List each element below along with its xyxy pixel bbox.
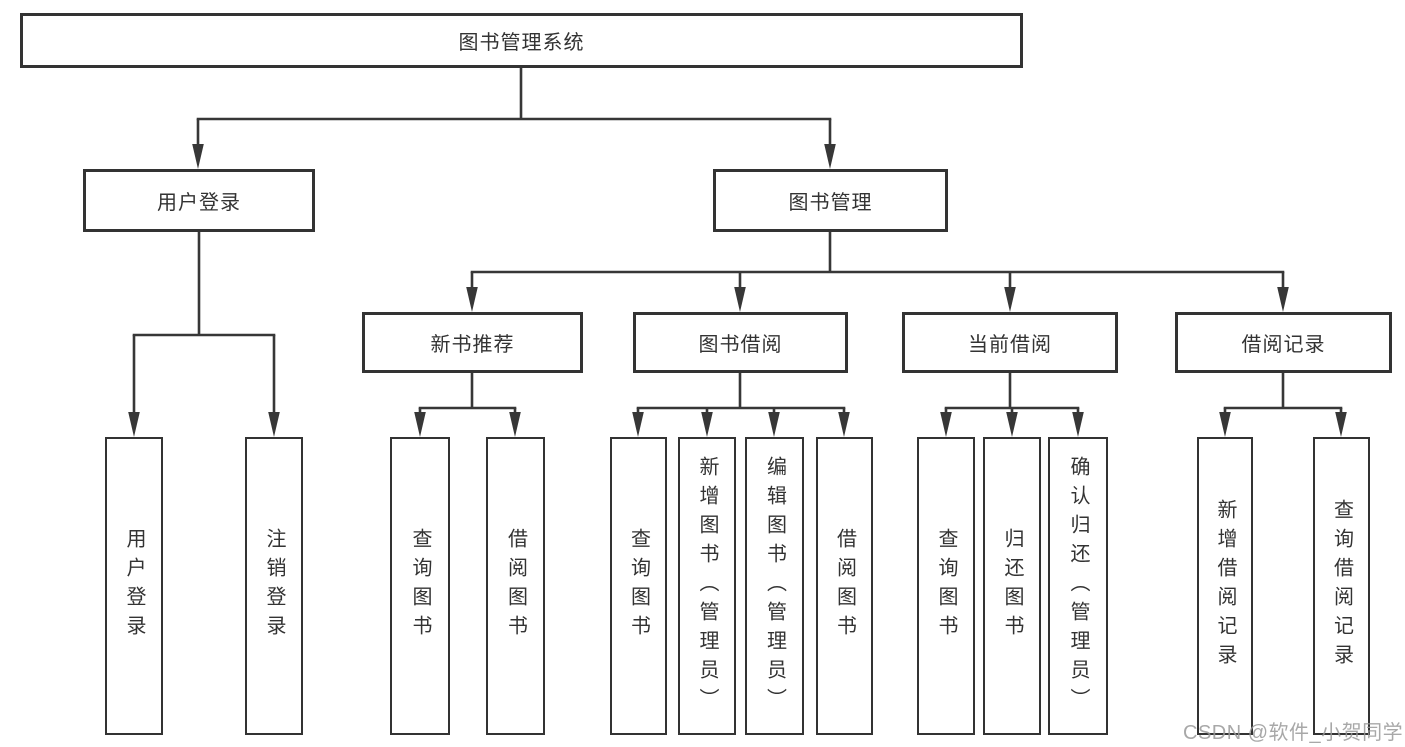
node-label: 借阅图书 bbox=[504, 528, 527, 644]
node-label: 归还图书 bbox=[1001, 528, 1023, 644]
node-borrow-books-2: 借阅图书 bbox=[816, 437, 873, 735]
node-label: 图书借阅 bbox=[698, 334, 783, 356]
node-root-system: 图书管理系统 bbox=[20, 13, 1023, 68]
node-borrow-books-1: 借阅图书 bbox=[486, 437, 545, 735]
node-new-book-recommend: 新书推荐 bbox=[362, 312, 583, 373]
node-label: 图书管理系统 bbox=[458, 32, 585, 54]
node-current-borrow: 当前借阅 bbox=[902, 312, 1118, 373]
node-label: 新书推荐 bbox=[430, 334, 515, 356]
node-book-borrow: 图书借阅 bbox=[633, 312, 848, 373]
node-label: 用户登录 bbox=[157, 192, 241, 214]
node-query-books-3: 查询图书 bbox=[917, 437, 975, 735]
node-label: 新增借阅记录 bbox=[1214, 499, 1236, 673]
node-confirm-return-admin: 确认归还（管理员） bbox=[1048, 437, 1108, 735]
node-label: 查询图书 bbox=[935, 528, 957, 644]
node-user-login-module: 用户登录 bbox=[83, 169, 315, 232]
node-label: 查询借阅记录 bbox=[1330, 499, 1353, 673]
node-edit-books-admin: 编辑图书（管理员） bbox=[745, 437, 804, 735]
node-label: 图书管理 bbox=[788, 192, 873, 214]
node-return-books: 归还图书 bbox=[983, 437, 1041, 735]
node-label: 编辑图书（管理员） bbox=[763, 455, 786, 717]
node-query-books-2: 查询图书 bbox=[610, 437, 667, 735]
node-label: 用户登录 bbox=[123, 528, 145, 644]
node-query-books-1: 查询图书 bbox=[390, 437, 450, 735]
node-book-management-module: 图书管理 bbox=[713, 169, 948, 232]
node-add-books-admin: 新增图书（管理员） bbox=[678, 437, 736, 735]
node-label: 查询图书 bbox=[409, 528, 431, 644]
node-label: 注销登录 bbox=[263, 528, 285, 644]
node-user-login-action: 用户登录 bbox=[105, 437, 163, 735]
node-borrow-records: 借阅记录 bbox=[1175, 312, 1392, 373]
node-label: 确认归还（管理员） bbox=[1067, 455, 1089, 717]
node-label: 借阅记录 bbox=[1241, 334, 1326, 356]
node-label: 当前借阅 bbox=[968, 334, 1052, 356]
node-label: 查询图书 bbox=[627, 528, 650, 644]
csdn-watermark: CSDN @软件_小贺同学 bbox=[1183, 722, 1404, 744]
node-add-borrow-record: 新增借阅记录 bbox=[1197, 437, 1253, 735]
node-logout-action: 注销登录 bbox=[245, 437, 303, 735]
node-query-borrow-record: 查询借阅记录 bbox=[1313, 437, 1370, 735]
node-label: 新增图书（管理员） bbox=[696, 455, 718, 717]
node-label: 借阅图书 bbox=[833, 528, 856, 644]
